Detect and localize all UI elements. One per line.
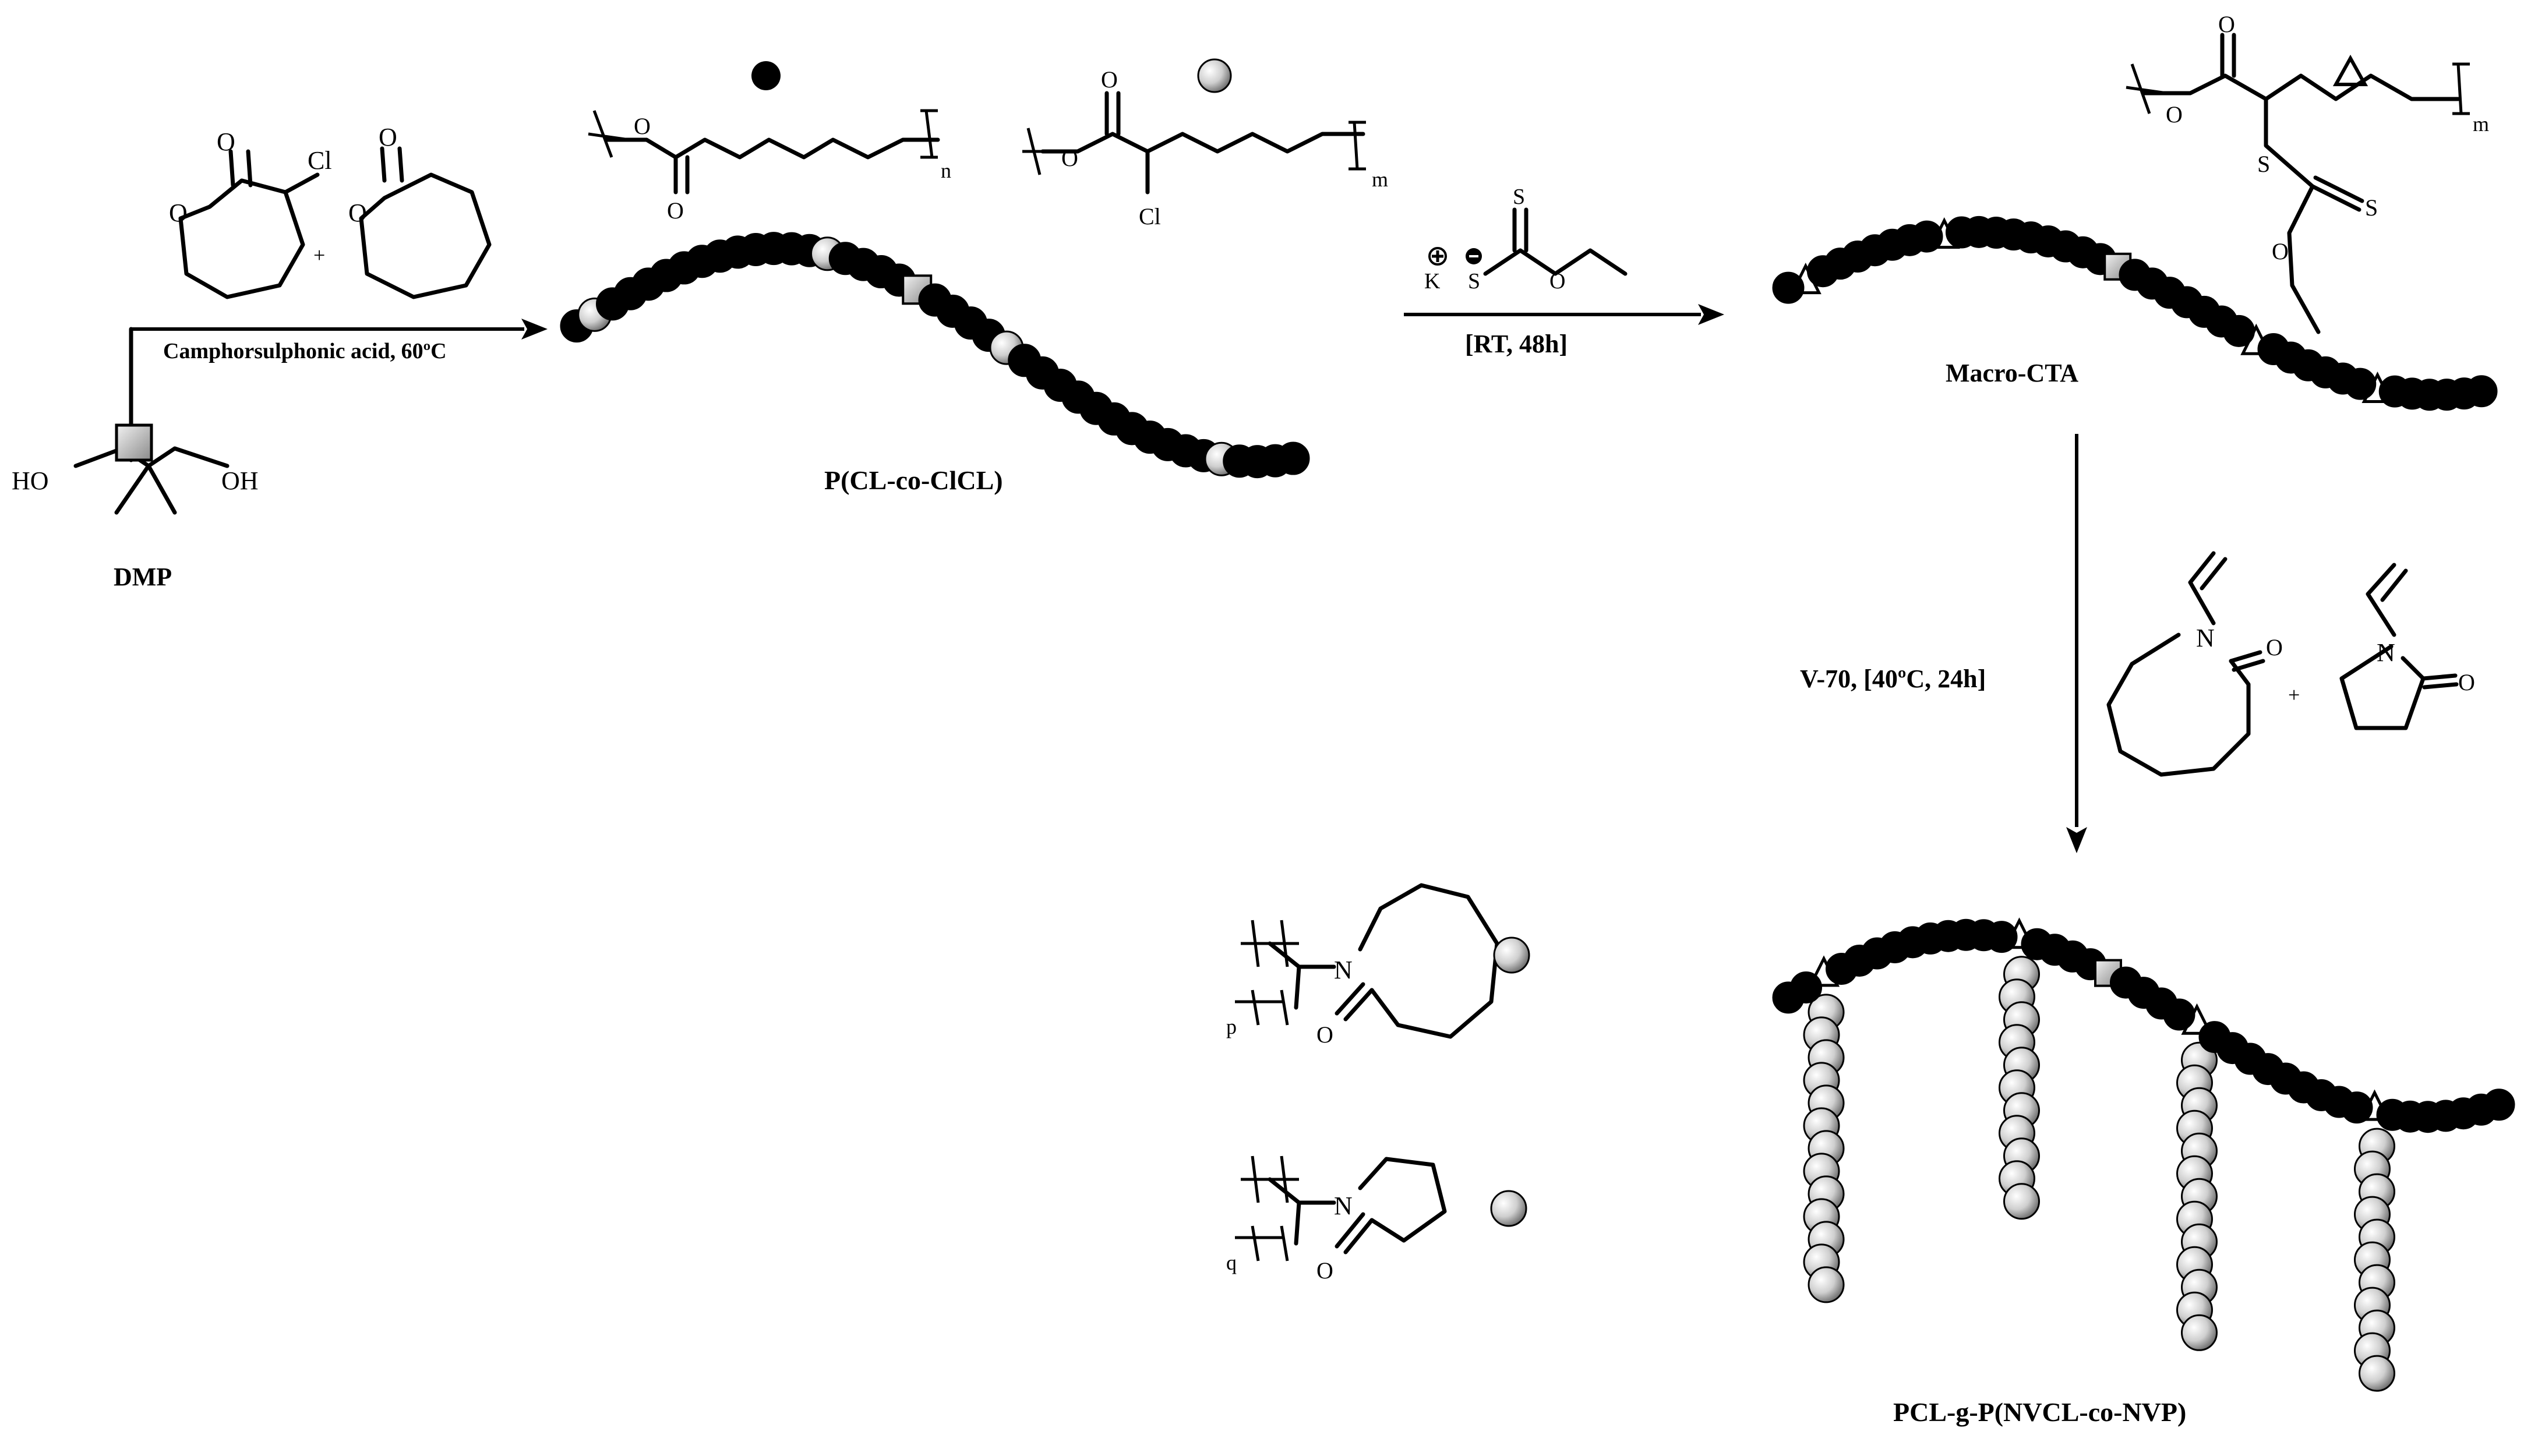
o-ring-label: O — [169, 199, 188, 227]
macro-cta-repeat-unit: O O S S O m — [2126, 11, 2489, 334]
cl-sphere — [1772, 271, 1805, 304]
s-label: S — [1468, 269, 1480, 294]
o-label: O — [2266, 634, 2283, 660]
o-label: O — [1061, 145, 1078, 171]
cl-sphere — [2163, 998, 2195, 1031]
s-label: S — [2365, 195, 2378, 221]
n-label: N — [2196, 624, 2215, 652]
ho-label: HO — [12, 467, 49, 495]
cl-sphere — [2465, 375, 2498, 408]
cl-sphere — [2344, 367, 2377, 400]
plus-sign-2: + — [2288, 683, 2300, 706]
o-label: O — [1316, 1022, 1333, 1048]
nvcl-monomer: N O + — [2106, 551, 2300, 777]
nvp-unit-sphere — [1490, 1190, 1527, 1227]
step3-conditions: V-70, [40ºC, 24h] — [1800, 665, 1986, 693]
graft-sphere — [2003, 1183, 2040, 1220]
pnvcl-repeat-unit: N O p — [1226, 883, 1499, 1048]
cl-label: Cl — [308, 146, 332, 175]
n-label: N — [2377, 638, 2395, 667]
cl-sphere — [1985, 921, 2018, 953]
cl-sphere — [1911, 220, 1943, 253]
clcl-unit-sphere — [1197, 58, 1232, 93]
repeat-m: m — [2473, 112, 2489, 136]
o-label: O — [667, 197, 684, 224]
o-ring-label: O — [348, 199, 367, 227]
step1-arrow: Camphorsulphonic acid, 60ºC — [131, 319, 548, 363]
repeat-m: m — [1372, 168, 1388, 191]
triangle-symbol — [2332, 54, 2368, 86]
nvcl-unit-sphere — [1493, 936, 1530, 974]
cl-unit-sphere — [751, 61, 781, 90]
clcl-repeat-unit: O O Cl m — [1022, 66, 1388, 229]
nvp-monomer: N O — [2339, 563, 2475, 730]
graft-sphere — [2359, 1355, 2395, 1392]
o-carbonyl-label: O — [379, 123, 397, 151]
dmp-label: DMP — [114, 563, 172, 591]
o-label: O — [1101, 66, 1118, 93]
cl-sphere — [1276, 441, 1310, 475]
step1-conditions: Camphorsulphonic acid, 60ºC — [163, 339, 447, 363]
step3-arrow: V-70, [40ºC, 24h] — [1800, 434, 2087, 853]
pnvp-repeat-unit: N O q — [1226, 1155, 1447, 1284]
graft-copolymer — [1772, 917, 2515, 1392]
repeat-q: q — [1226, 1251, 1237, 1274]
product1-label: P(CL-co-ClCL) — [824, 465, 1003, 495]
macro-cta-chain — [1772, 215, 2498, 411]
cl-label: Cl — [1139, 203, 1161, 229]
product3-label: PCL-g-P(NVCL-co-NVP) — [1893, 1397, 2186, 1427]
n-label: N — [1334, 956, 1353, 984]
o-label: O — [2166, 101, 2183, 128]
o-label: O — [1549, 269, 1565, 294]
chloro-caprolactone: O O Cl + — [169, 128, 332, 299]
cl-sphere — [1790, 971, 1822, 1003]
graft-sphere — [1808, 1266, 1845, 1303]
plus-sign-1: + — [313, 243, 325, 267]
step2-arrow: [RT, 48h] — [1404, 304, 1724, 358]
cl-repeat-unit: O O n — [588, 109, 951, 224]
k-label: K — [1424, 269, 1441, 294]
pcl-chain — [560, 232, 1310, 479]
o-label: O — [634, 113, 651, 139]
caprolactone: O O — [348, 123, 492, 299]
cl-sphere — [2483, 1089, 2515, 1121]
o-label: O — [2218, 11, 2235, 37]
graft-sphere — [2181, 1314, 2218, 1351]
s-label: S — [2257, 151, 2270, 177]
s-label: S — [1513, 185, 1525, 209]
o-label: O — [2272, 238, 2289, 264]
product2-label: Macro-CTA — [1946, 359, 2078, 387]
dmp-core-square — [115, 423, 153, 462]
potassium-xanthate: K S S O — [1424, 185, 1628, 294]
repeat-p: p — [1226, 1015, 1237, 1038]
oh-label: OH — [221, 467, 259, 495]
o-carbonyl-label: O — [217, 128, 235, 156]
step2-conditions: [RT, 48h] — [1465, 330, 1568, 358]
n-label: N — [1334, 1192, 1353, 1220]
o-label: O — [2458, 669, 2475, 695]
cta-triangle — [2181, 1003, 2213, 1035]
o-label: O — [1316, 1257, 1333, 1284]
repeat-n: n — [941, 159, 951, 182]
